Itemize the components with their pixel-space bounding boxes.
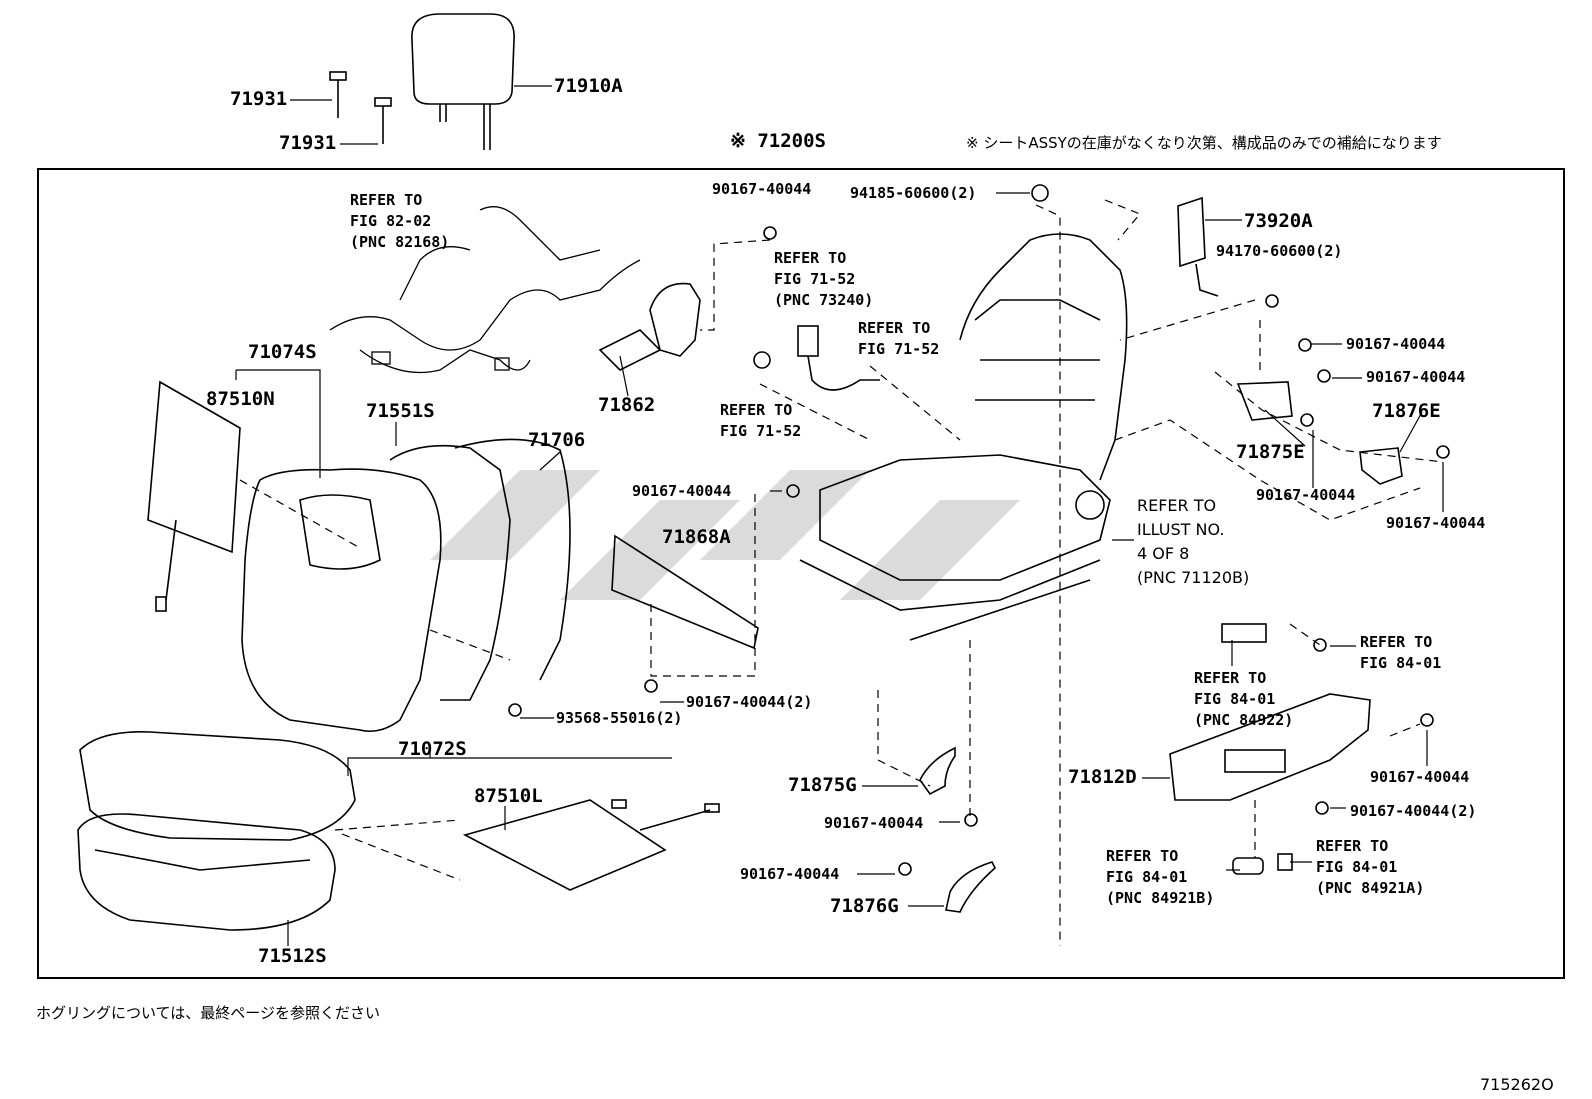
side-shield-drawing [1169, 693, 1371, 801]
belt-buckle-drawing [753, 325, 880, 391]
bolt-label-90167-40044-x2[interactable]: 90167-40044(2) [686, 693, 813, 711]
seat-frame-drawing [799, 233, 1128, 641]
bolt-label-90167-40044[interactable]: 90167-40044 [740, 865, 840, 883]
seat-back-cover-drawing [241, 438, 571, 733]
bolt-label-90167-40044[interactable]: 90167-40044 [1256, 486, 1356, 504]
seat-cushion-drawing [77, 731, 356, 931]
bolt-label-90167-40044-x2[interactable]: 90167-40044(2) [1350, 802, 1477, 820]
bolt-label-90167-40044[interactable]: 90167-40044 [824, 814, 924, 832]
part-label-71812D[interactable]: 71812D [1068, 766, 1137, 788]
bolt-label-90167-40044[interactable]: 90167-40044 [712, 180, 812, 198]
part-label-73920A[interactable]: 73920A [1244, 210, 1313, 232]
dashed-guide-lines [239, 199, 1444, 946]
rear-trim-drawing [598, 282, 701, 371]
headrest-guide-drawing [329, 71, 392, 144]
watermark-logo [430, 470, 1020, 600]
part-label-71876E[interactable]: 71876E [1372, 400, 1441, 422]
headrest-drawing [411, 13, 515, 150]
cushion-pad-drawing [462, 799, 720, 891]
lever-drawing [919, 746, 996, 913]
recliner-cover-drawing [1236, 381, 1403, 485]
part-label-71074S[interactable]: 71074S [248, 341, 317, 363]
reference-note-fig-71-52[interactable]: REFER TO FIG 71-52 [720, 401, 802, 440]
nut-label-94170-60600-x2[interactable]: 94170-60600(2) [1216, 242, 1343, 260]
part-label-71868A[interactable]: 71868A [662, 526, 731, 548]
reference-note-fig-84-01[interactable]: REFER TO FIG 84-01 [1360, 633, 1442, 672]
part-label-71931-upper[interactable]: 71931 [230, 88, 288, 110]
part-label-71910A[interactable]: 71910A [554, 75, 623, 97]
side-airbag-drawing [1177, 196, 1219, 297]
part-label-71706[interactable]: 71706 [528, 429, 586, 451]
diagram-frame [37, 168, 1565, 979]
part-label-71875G[interactable]: 71875G [788, 774, 857, 796]
reference-note-fig-71-52[interactable]: REFER TO FIG 71-52 [858, 319, 940, 358]
reference-note-fig-71-52-belt[interactable]: REFER TO FIG 71-52 (PNC 73240) [774, 249, 874, 309]
hog-ring-note: ホグリングについては、最終ページを参照ください [36, 1004, 380, 1022]
bolt-label-90167-40044[interactable]: 90167-40044 [632, 482, 732, 500]
part-label-71875E[interactable]: 71875E [1236, 441, 1305, 463]
bolts-drawing [508, 184, 1450, 876]
leader-lines [235, 85, 1444, 946]
reference-note-illust-4-of-8[interactable]: REFER TO ILLUST NO. 4 OF 8 (PNC 71120B) [1137, 496, 1250, 587]
bolt-label-90167-40044[interactable]: 90167-40044 [1366, 368, 1466, 386]
nut-label-94185-60600-x2[interactable]: 94185-60600(2) [850, 184, 977, 202]
part-label-71876G[interactable]: 71876G [830, 895, 899, 917]
seat-back-board-drawing [147, 380, 241, 612]
part-label-71551S[interactable]: 71551S [366, 400, 435, 422]
part-label-87510N[interactable]: 87510N [206, 388, 275, 410]
part-label-71862[interactable]: 71862 [598, 394, 656, 416]
bolt-label-90167-40044[interactable]: 90167-40044 [1386, 514, 1486, 532]
part-label-71512S[interactable]: 71512S [258, 945, 327, 967]
reference-note-fig-84-01-84921B[interactable]: REFER TO FIG 84-01 (PNC 84921B) [1106, 847, 1215, 907]
wiring-harness-drawing [329, 206, 641, 374]
reference-note-fig-82-02[interactable]: REFER TO FIG 82-02 (PNC 82168) [350, 191, 450, 251]
part-label-71072S[interactable]: 71072S [398, 738, 467, 760]
assembly-number: ※ 71200S [730, 130, 826, 152]
part-label-87510L[interactable]: 87510L [474, 785, 543, 807]
part-label-71931-lower[interactable]: 71931 [279, 132, 337, 154]
bolt-label-90167-40044[interactable]: 90167-40044 [1370, 768, 1470, 786]
bolt-label-90167-40044[interactable]: 90167-40044 [1346, 335, 1446, 353]
bolt-label-93568-55016-x2[interactable]: 93568-55016(2) [556, 709, 683, 727]
reference-note-fig-84-01-84922[interactable]: REFER TO FIG 84-01 (PNC 84922) [1194, 669, 1294, 729]
side-cover-drawing [611, 534, 759, 650]
reference-note-fig-84-01-84921A[interactable]: REFER TO FIG 84-01 (PNC 84921A) [1316, 837, 1425, 897]
figure-code: 715262O [1480, 1075, 1554, 1094]
stock-note: ※ シートASSYの在庫がなくなり次第、構成品のみでの補給になります [966, 134, 1442, 152]
